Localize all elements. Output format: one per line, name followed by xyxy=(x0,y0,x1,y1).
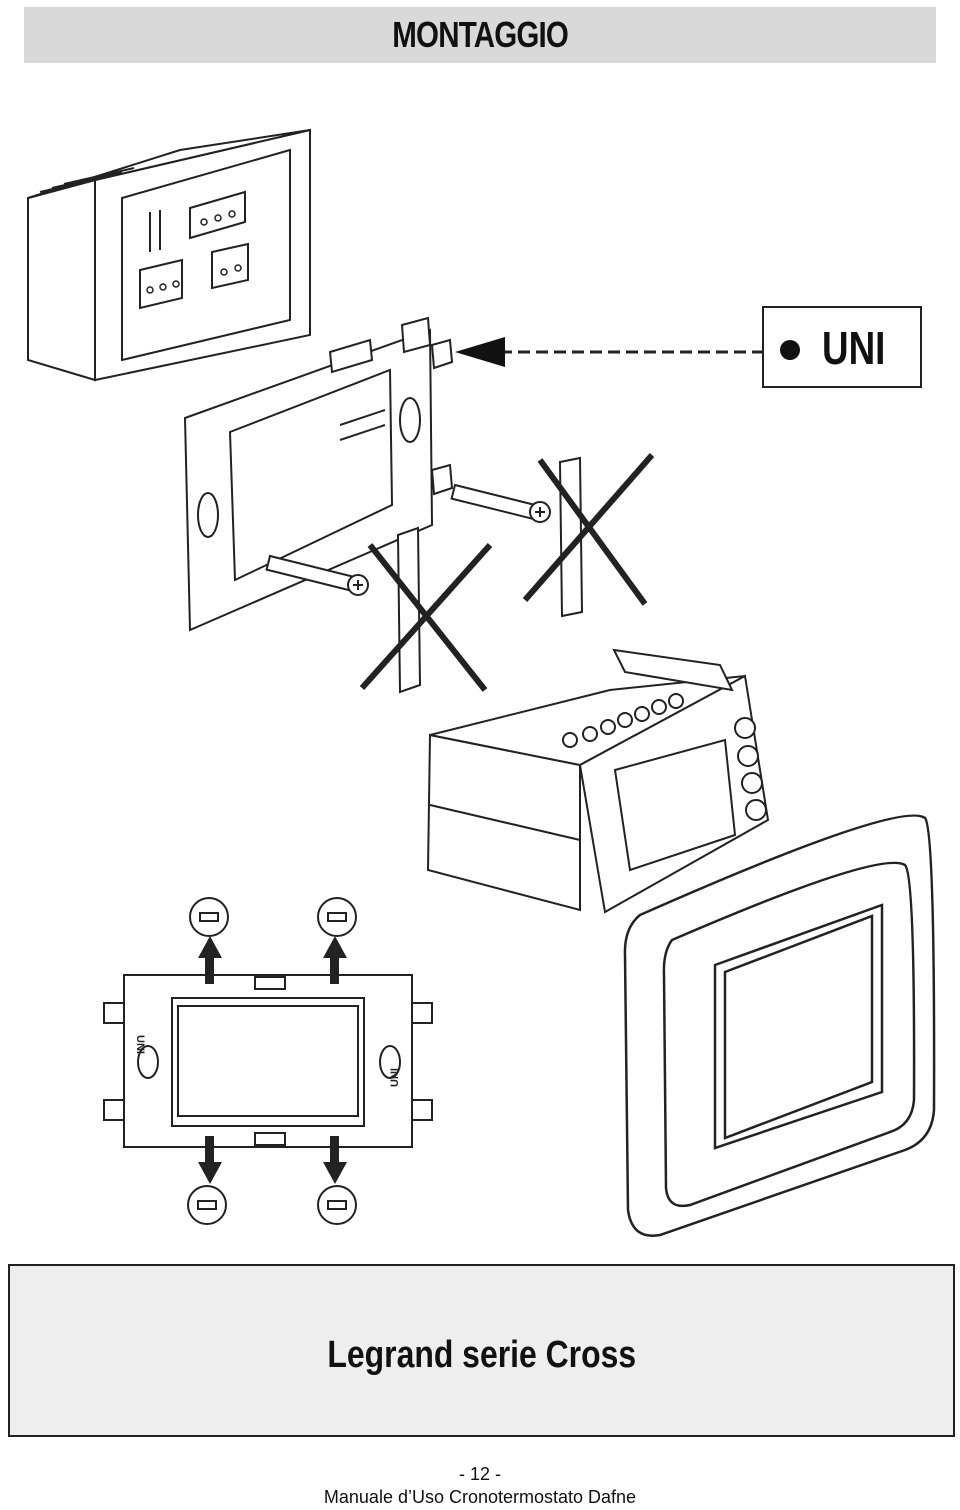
cover-plate xyxy=(623,814,936,1237)
series-caption-box: Legrand serie Cross xyxy=(8,1264,955,1437)
wall-box xyxy=(27,128,311,382)
mounting-diagram: UNI UNI xyxy=(27,128,936,1237)
release-arrows xyxy=(198,936,347,1184)
crossed-adapters xyxy=(359,453,655,694)
frame-uni-mark-right: UNI xyxy=(389,1068,401,1087)
thermostat-module xyxy=(426,648,770,914)
title-bar: MONTAGGIO xyxy=(24,7,936,63)
wall-box-terminals xyxy=(146,210,242,294)
page-title: MONTAGGIO xyxy=(392,14,569,55)
manual-title: Manuale d’Uso Cronotermostato Dafne xyxy=(323,1487,637,1507)
frame-uni-mark-left: UNI xyxy=(134,1035,146,1054)
series-caption: Legrand serie Cross xyxy=(327,1334,636,1376)
pointer-arrow xyxy=(455,337,770,367)
support-frame xyxy=(183,316,454,632)
screws xyxy=(265,483,551,596)
uni-callout: UNI xyxy=(762,306,922,388)
front-frame xyxy=(103,974,433,1148)
page-number: - 12 - xyxy=(458,1464,501,1484)
callout-dot-icon xyxy=(780,340,800,360)
uni-callout-label: UNI xyxy=(822,322,886,374)
tool-markers xyxy=(187,897,357,1225)
